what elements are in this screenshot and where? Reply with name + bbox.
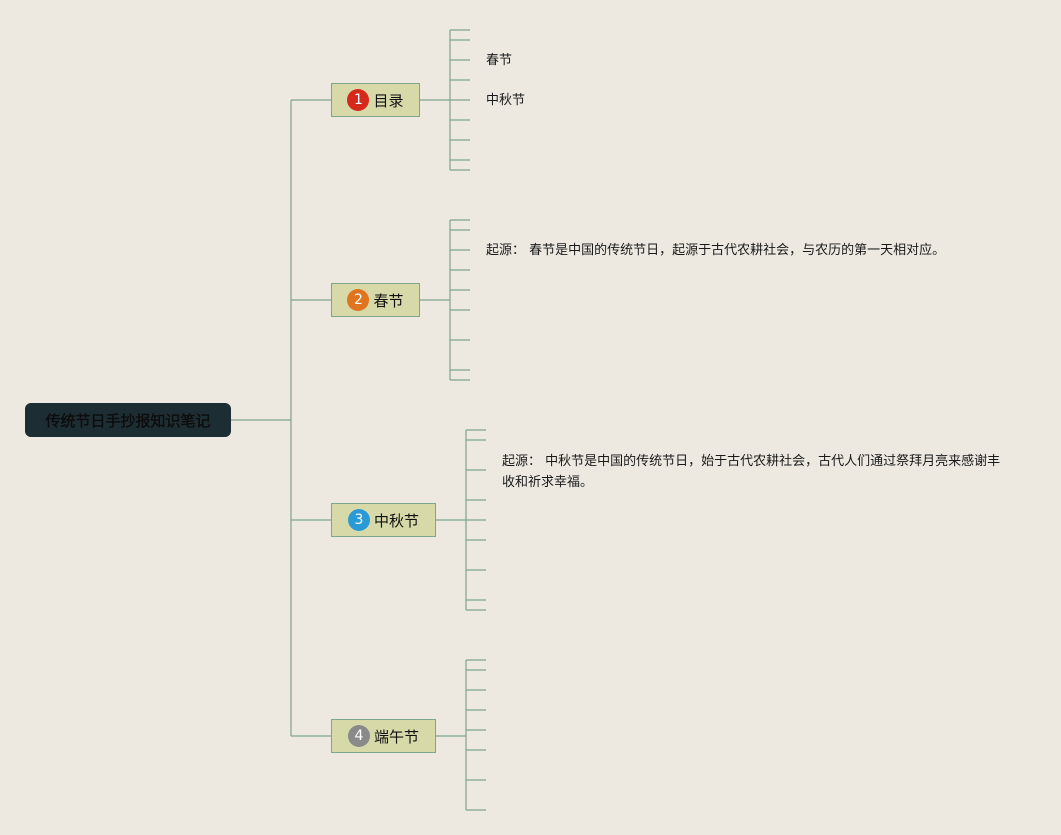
number-2-icon: 2: [347, 289, 370, 311]
mid-autumn-origin-text[interactable]: 起源： 中秋节是中国的传统节日，始于古代农耕社会，古代人们通过祭拜月亮来感谢丰收…: [502, 454, 1001, 490]
toc-item-spring-festival[interactable]: 春节: [486, 53, 513, 68]
branch-label: 中秋节: [373, 511, 419, 530]
branch-label: 目录: [373, 91, 404, 110]
branch-node-mid-autumn-festival[interactable]: 3 中秋节: [331, 503, 436, 537]
toc-item-mid-autumn-festival[interactable]: 中秋节: [486, 93, 526, 108]
branch-node-toc[interactable]: 1 目录: [331, 83, 420, 117]
root-node[interactable]: 传统节日手抄报知识笔记: [25, 403, 231, 437]
number-4-icon: 4: [347, 725, 370, 747]
number-3-icon: 3: [347, 509, 370, 531]
root-label: 传统节日手抄报知识笔记: [45, 411, 211, 430]
branch-node-dragon-boat-festival[interactable]: 4 端午节: [331, 719, 436, 753]
spring-festival-origin-text[interactable]: 起源： 春节是中国的传统节日，起源于古代农耕社会，与农历的第一天相对应。: [486, 243, 946, 258]
branch-node-spring-festival[interactable]: 2 春节: [331, 283, 420, 317]
branch-label: 春节: [373, 291, 404, 310]
branch-label: 端午节: [373, 727, 419, 746]
number-1-icon: 1: [347, 89, 370, 111]
